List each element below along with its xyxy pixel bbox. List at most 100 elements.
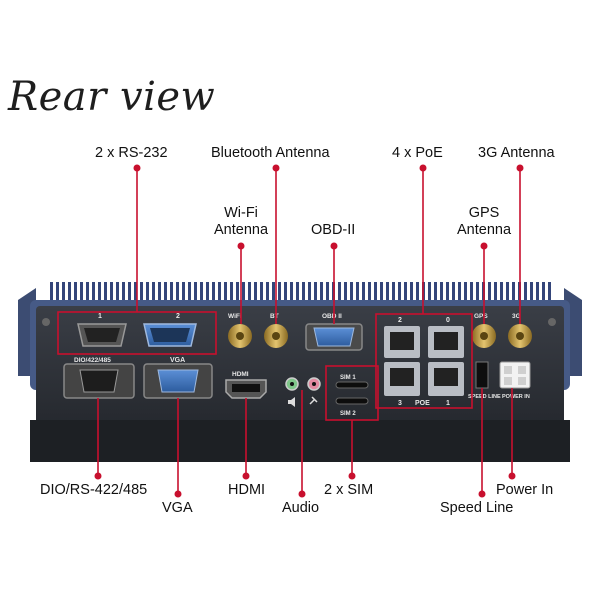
wifi-silk: WiFi (228, 313, 242, 320)
callout-3g-antenna: 3G Antenna (478, 145, 555, 161)
callout-lines (97, 168, 521, 494)
callout-obd: OBD-II (311, 222, 356, 238)
heatsink-fin (56, 282, 59, 304)
heatsink-fin (218, 282, 221, 304)
callout-gps-line1: GPS (468, 205, 500, 221)
screw-right (548, 318, 556, 326)
com2-port[interactable] (143, 323, 197, 347)
audio-jack-mic[interactable] (307, 377, 321, 391)
heatsink-fin (452, 282, 455, 304)
heatsink-fin (500, 282, 503, 304)
gps-antenna-connector[interactable] (472, 324, 496, 348)
heatsink-fin (398, 282, 401, 304)
poe-port-1[interactable] (428, 362, 464, 396)
heatsink-fin (356, 282, 359, 304)
callout-dots (94, 164, 524, 498)
heatsink-fin (164, 282, 167, 304)
poe-highlight (375, 313, 473, 409)
heatsink-fin (104, 282, 107, 304)
sim2-slot[interactable] (335, 397, 369, 405)
heatsink-fin (506, 282, 509, 304)
heatsink-fin (248, 282, 251, 304)
heatsink-fin (296, 282, 299, 304)
callout-audio: Audio (282, 500, 320, 516)
callout-hdmi: HDMI (228, 482, 266, 498)
hdmi-silk: HDMI (232, 371, 249, 378)
poe-silk: POE (415, 400, 430, 407)
heatsink-fins (50, 282, 551, 304)
g3-silk: 3G (512, 313, 521, 320)
heatsink-fin (80, 282, 83, 304)
heatsink-fin (260, 282, 263, 304)
poe-3-silk: 3 (398, 400, 402, 407)
poe-port-0[interactable] (428, 326, 464, 358)
heatsink-fin (350, 282, 353, 304)
heatsink-fin (134, 282, 137, 304)
heatsink-fin (344, 282, 347, 304)
heatsink-fin (194, 282, 197, 304)
heatsink-fin (212, 282, 215, 304)
heatsink-fin (290, 282, 293, 304)
poe-port-3[interactable] (384, 362, 420, 396)
heatsink-fin (152, 282, 155, 304)
chassis-bottom (30, 420, 570, 462)
heatsink-fin (488, 282, 491, 304)
mic-icon (309, 396, 318, 405)
heatsink-fin (308, 282, 311, 304)
audio-jack-out[interactable] (285, 377, 299, 391)
poe-0-silk: 0 (446, 317, 450, 324)
heatsink-fin (338, 282, 341, 304)
obd-port[interactable] (305, 323, 363, 351)
heatsink-fin (92, 282, 95, 304)
bt-silk: BT (270, 313, 279, 320)
heatsink-fin (446, 282, 449, 304)
heatsink-fin (206, 282, 209, 304)
hdmi-port[interactable] (225, 379, 267, 399)
callout-gps-line2: Antenna (456, 222, 512, 238)
page-title: Rear view (8, 74, 216, 120)
heatsink-fin (266, 282, 269, 304)
screw-left (42, 318, 50, 326)
heatsink-fin (530, 282, 533, 304)
vga-port[interactable] (143, 363, 213, 399)
speed-line-connector[interactable] (475, 361, 489, 389)
gps-silk: GPS (474, 313, 488, 320)
heatsink-fin (416, 282, 419, 304)
heatsink-fin (362, 282, 365, 304)
sim1-slot[interactable] (335, 381, 369, 389)
heatsink-fin (272, 282, 275, 304)
heatsink-fin (74, 282, 77, 304)
bt-antenna-connector[interactable] (264, 324, 288, 348)
heatsink-fin (368, 282, 371, 304)
heatsink-fin (320, 282, 323, 304)
poe-port-2[interactable] (384, 326, 420, 358)
heatsink-fin (122, 282, 125, 304)
wifi-antenna-connector[interactable] (228, 324, 252, 348)
heatsink-fin (242, 282, 245, 304)
heatsink-fin (284, 282, 287, 304)
com2-silk: 2 (176, 313, 180, 320)
dio-port[interactable] (63, 363, 135, 399)
sim1-silk: SIM 1 (340, 375, 356, 381)
sim2-silk: SIM 2 (340, 411, 356, 417)
heatsink-fin (146, 282, 149, 304)
callout-speed-line: Speed Line (440, 500, 514, 516)
callout-dio: DIO/RS-422/485 (40, 482, 148, 498)
heatsink-fin (278, 282, 281, 304)
g3-antenna-connector[interactable] (508, 324, 532, 348)
heatsink-fin (392, 282, 395, 304)
callout-wifi-line1: Wi-Fi (224, 205, 258, 221)
heatsink-fin (116, 282, 119, 304)
heatsink-fin (50, 282, 53, 304)
power-in-connector[interactable] (499, 361, 531, 389)
heatsink-fin (434, 282, 437, 304)
heatsink-fin (512, 282, 515, 304)
callout-rs232: 2 x RS-232 (95, 145, 168, 161)
heatsink-fin (428, 282, 431, 304)
heatsink-fin (458, 282, 461, 304)
com1-port[interactable] (77, 323, 127, 347)
heatsink-fin (404, 282, 407, 304)
heatsink-fin (380, 282, 383, 304)
heatsink-fin (128, 282, 131, 304)
